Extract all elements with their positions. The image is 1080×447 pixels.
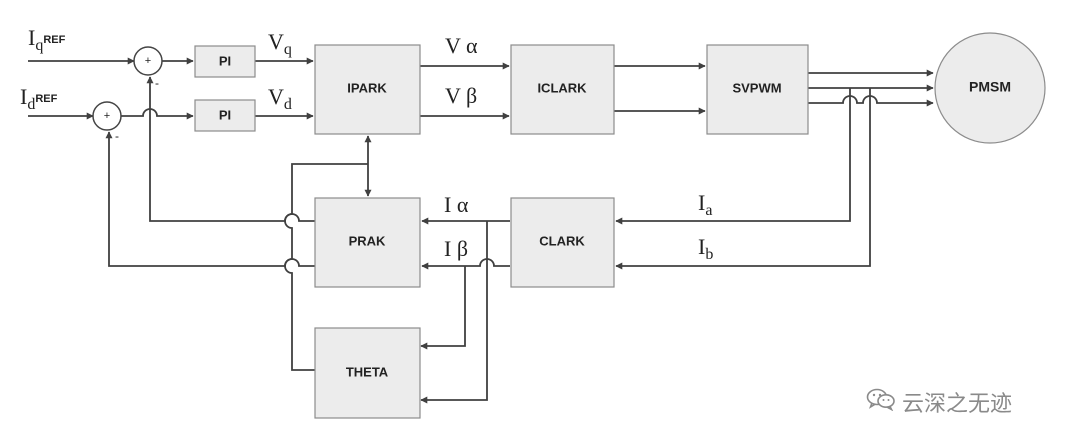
theta-block: THETA: [314, 327, 421, 419]
summer-d-minus-sign: -: [115, 129, 119, 143]
park-block: PRAK: [314, 197, 421, 288]
label-vq: Vq: [268, 29, 292, 58]
svg-text:SVPWM: SVPWM: [732, 80, 781, 95]
svg-text:PI: PI: [219, 107, 231, 122]
wire-i-alpha-to-theta: [420, 221, 488, 404]
label-i-beta: I β: [444, 236, 468, 261]
label-i-alpha: I α: [444, 192, 469, 217]
svg-text:PRAK: PRAK: [349, 233, 386, 248]
wire-sum-d-to-pi: [121, 108, 194, 120]
wire-i-beta-to-theta: [420, 266, 466, 350]
pmsm-motor: PMSM: [934, 32, 1046, 144]
svg-text:IPARK: IPARK: [347, 80, 387, 95]
label-v-alpha: V α: [445, 33, 478, 58]
label-ib: Ib: [698, 234, 713, 263]
watermark: 云深之无迹: [866, 387, 1013, 417]
label-vd: Vd: [268, 84, 292, 113]
label-iq-ref: IqREF: [28, 25, 66, 54]
wechat-icon: [866, 387, 896, 417]
svg-text:THETA: THETA: [346, 364, 389, 379]
svg-text:PI: PI: [219, 53, 231, 68]
watermark-text: 云深之无迹: [902, 392, 1013, 417]
wire-iq-feedback: [146, 76, 315, 222]
svg-text:+: +: [145, 55, 151, 67]
wire-phase-c: [808, 95, 934, 107]
iclark-block: ICLARK: [510, 44, 615, 135]
summer-q: +: [133, 46, 163, 76]
svg-text:+: +: [104, 110, 110, 122]
ipark-block: IPARK: [314, 44, 421, 135]
label-ia: Ia: [698, 190, 712, 219]
svg-text:CLARK: CLARK: [539, 233, 585, 248]
svg-text:PMSM: PMSM: [969, 79, 1011, 95]
summer-q-minus-sign: -: [155, 76, 159, 90]
wire-ib-feedback: [615, 88, 871, 270]
summer-d: +: [92, 101, 122, 131]
wire-id-feedback: [105, 131, 315, 267]
svpwm-block: SVPWM: [706, 44, 809, 135]
pi-block-q: PI: [194, 45, 256, 78]
label-id-ref: IdREF: [20, 84, 58, 113]
label-v-beta: V β: [445, 83, 477, 108]
wire-ia-feedback: [615, 88, 851, 225]
pi-block-d: PI: [194, 99, 256, 132]
svg-text:ICLARK: ICLARK: [537, 80, 587, 95]
clark-block: CLARK: [510, 197, 615, 288]
